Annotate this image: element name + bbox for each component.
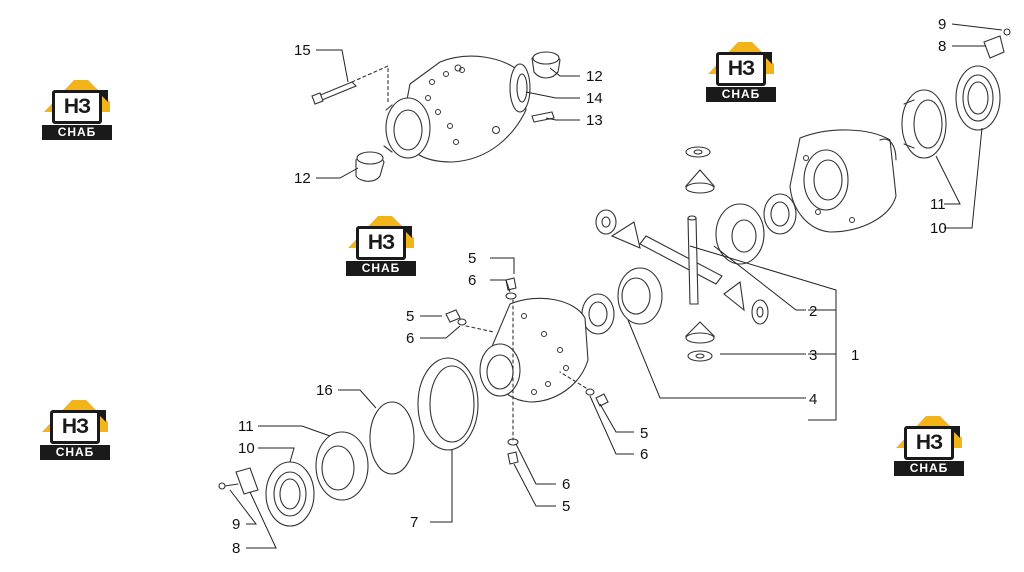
callout-6: 6 <box>468 272 476 289</box>
callout-15: 15 <box>294 42 311 59</box>
callout-9: 9 <box>232 516 240 533</box>
callout-9: 9 <box>938 16 946 33</box>
lower-differential-case <box>218 277 609 527</box>
callout-12: 12 <box>586 68 603 85</box>
brand-mark: НЗ <box>904 426 954 460</box>
callout-2: 2 <box>809 303 817 320</box>
callout-1: 1 <box>851 347 859 364</box>
callout-10: 10 <box>238 440 255 457</box>
top-differential-case <box>311 51 561 182</box>
brand-logo: НЗ СНАБ <box>42 76 112 142</box>
callout-12: 12 <box>294 170 311 187</box>
callout-7: 7 <box>410 514 418 531</box>
callout-6: 6 <box>562 476 570 493</box>
spider-gear-set <box>581 146 797 362</box>
brand-mark: НЗ <box>356 226 406 260</box>
callout-4: 4 <box>809 391 817 408</box>
brand-caption: СНАБ <box>894 461 964 476</box>
callout-3: 3 <box>809 347 817 364</box>
callout-14: 14 <box>586 90 603 107</box>
callout-8: 8 <box>232 540 240 557</box>
brand-mark: НЗ <box>716 52 766 86</box>
brand-caption: СНАБ <box>346 261 416 276</box>
leader-lines <box>229 23 1003 549</box>
brand-logo: НЗ СНАБ <box>40 396 110 462</box>
callout-10: 10 <box>930 220 947 237</box>
callout-11: 11 <box>238 418 254 435</box>
brand-logo: НЗ СНАБ <box>894 412 964 478</box>
callout-5: 5 <box>562 498 570 515</box>
callout-11: 11 <box>930 196 946 213</box>
brand-caption: СНАБ <box>40 445 110 460</box>
callout-labels: 1 2 3 4 5 5 5 5 6 6 6 6 7 8 8 9 9 10 10 … <box>232 16 947 557</box>
brand-logo: НЗ СНАБ <box>706 38 776 104</box>
brand-mark: НЗ <box>52 90 102 124</box>
right-carrier <box>789 28 1011 233</box>
callout-6: 6 <box>640 446 648 463</box>
callout-5: 5 <box>640 425 648 442</box>
callout-6: 6 <box>406 330 414 347</box>
callout-5: 5 <box>468 250 476 267</box>
brand-caption: СНАБ <box>42 125 112 140</box>
callout-5: 5 <box>406 308 414 325</box>
brand-mark: НЗ <box>50 410 100 444</box>
callout-16: 16 <box>316 382 333 399</box>
callout-8: 8 <box>938 38 946 55</box>
brand-caption: СНАБ <box>706 87 776 102</box>
callout-13: 13 <box>586 112 603 129</box>
brand-logo: НЗ СНАБ <box>346 212 416 278</box>
